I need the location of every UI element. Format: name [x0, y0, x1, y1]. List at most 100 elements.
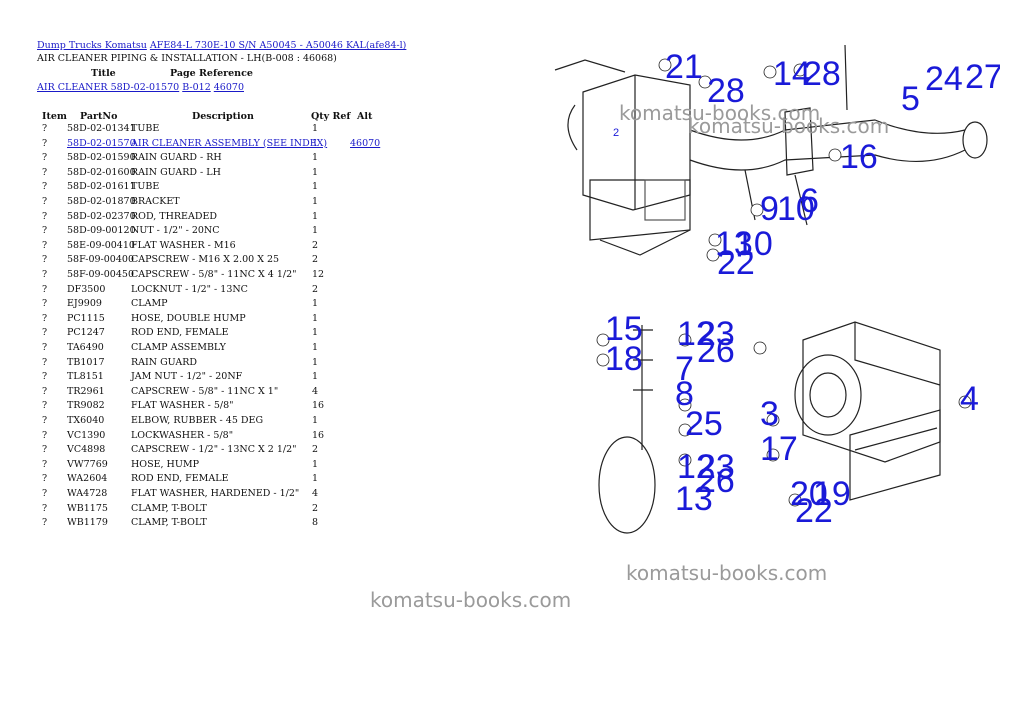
item-cell: ? [42, 254, 48, 266]
callout-label: 2 [613, 127, 619, 139]
description-cell: CLAMP [131, 298, 168, 310]
callout-label: 7 [675, 350, 694, 388]
ref-link-page[interactable]: B-012 [182, 82, 211, 93]
qty-cell: 12 [312, 269, 325, 280]
callout-label: 3 [760, 395, 779, 433]
partno-cell: VW7769 [67, 458, 108, 470]
partno-cell: TA6490 [67, 342, 104, 353]
callout-label: 13 [675, 480, 713, 518]
qty-cell: 1 [312, 312, 319, 324]
description-cell: CAPSCREW - 5/8" - 11NC X 1" [131, 385, 279, 397]
item-cell: ? [42, 458, 48, 470]
callout-label: 20 [790, 475, 828, 513]
reference-row: AIR CLEANER 58D-02-01570 B-012 46070 [37, 82, 244, 93]
description-cell: RAIN GUARD - LH [131, 166, 221, 178]
alt-cell[interactable]: 46070 [350, 137, 381, 149]
partno-cell: 58D-02-01341 [67, 123, 136, 134]
watermark-text: komatsu-books.com [688, 114, 890, 138]
qty-cell: 1 [312, 342, 319, 353]
callout-label: 24 [925, 60, 963, 98]
description-cell: CLAMP, T-BOLT [131, 517, 207, 529]
qty-cell: 1 [312, 196, 319, 207]
ref-link-number[interactable]: 46070 [213, 82, 244, 93]
description-cell: NUT - 1/2" - 20NC [131, 225, 220, 237]
diagram-callouts: 21 28 14 28 5 24 27 2 16 9 10 6 13 10 22… [605, 48, 1000, 530]
qty-cell: 1 [312, 123, 319, 134]
partno-cell: 58D-09-00120 [67, 225, 136, 237]
callout-label: 5 [901, 80, 920, 118]
qty-cell[interactable]: 1 [312, 137, 319, 149]
callout-label: 23 [697, 315, 735, 353]
description-cell: BRACKET [131, 196, 180, 207]
item-cell: ? [42, 385, 48, 397]
ref-header-page-reference: Page Reference [170, 68, 253, 79]
partno-cell: VC4898 [67, 444, 106, 456]
callout-label: 27 [965, 58, 1000, 96]
partno-cell: 58D-02-01870 [67, 196, 136, 207]
item-cell: ? [42, 502, 48, 514]
callout-label: 10 [777, 190, 815, 228]
ref-link-title[interactable]: AIR CLEANER 58D-02-01570 [37, 82, 180, 93]
qty-cell: 2 [312, 502, 319, 514]
description-cell: JAM NUT - 1/2" - 20NF [131, 371, 243, 383]
breadcrumb-link-dump-trucks[interactable]: Dump Trucks Komatsu [37, 40, 147, 51]
description-cell: HOSE, HUMP [131, 458, 199, 470]
callout-label: 8 [675, 375, 694, 413]
breadcrumb-link-model[interactable]: AFE84-L 730E-10 S/N A50045 - A50046 KAL(… [149, 40, 407, 51]
item-cell: ? [42, 444, 48, 456]
partno-cell: 58D-02-01611 [67, 181, 136, 193]
partno-cell: TL8151 [67, 371, 104, 383]
item-cell: ? [42, 283, 48, 295]
col-header-description: Description [192, 111, 254, 122]
description-cell: TUBE [131, 181, 160, 193]
partno-cell[interactable]: 58D-02-01570 [67, 137, 136, 149]
ref-header-title: Title [91, 68, 116, 79]
watermark-text: komatsu-books.com [370, 588, 572, 612]
qty-cell: 16 [312, 429, 325, 441]
description-cell: ROD, THREADED [131, 210, 217, 222]
callout-label: 25 [685, 405, 723, 443]
qty-cell: 1 [312, 181, 319, 193]
partno-cell: WB1175 [67, 502, 108, 514]
partno-cell: 58F-09-00400 [67, 254, 134, 266]
qty-cell: 2 [312, 444, 319, 456]
callout-label: 21 [665, 48, 703, 86]
item-cell: ? [42, 488, 48, 499]
watermark-text: komatsu-books.com [626, 561, 828, 585]
partno-cell: TR2961 [67, 385, 105, 397]
callout-label: 12 [677, 448, 715, 486]
description-cell: LOCKNUT - 1/2" - 13NC [131, 283, 248, 295]
qty-cell: 1 [312, 210, 319, 222]
partno-cell: PC1115 [67, 312, 105, 324]
callout-label: 22 [717, 244, 755, 282]
item-cell: ? [42, 298, 48, 310]
qty-cell: 1 [312, 152, 319, 164]
description-cell: ELBOW, RUBBER - 45 DEG [131, 415, 264, 426]
callout-label: 18 [605, 340, 643, 378]
item-cell: ? [42, 517, 48, 529]
partno-cell: WA2604 [67, 473, 108, 485]
item-cell: ? [42, 210, 48, 222]
qty-cell: 1 [312, 166, 319, 178]
callout-label: 19 [813, 475, 851, 513]
description-cell[interactable]: AIR CLEANER ASSEMBLY (SEE INDEX) [131, 137, 328, 149]
description-cell: FLAT WASHER - M16 [131, 239, 236, 251]
qty-cell: 1 [312, 458, 319, 470]
callout-label: 15 [605, 310, 643, 348]
callout-label: 14 [773, 55, 811, 93]
callout-label: 12 [677, 315, 715, 353]
